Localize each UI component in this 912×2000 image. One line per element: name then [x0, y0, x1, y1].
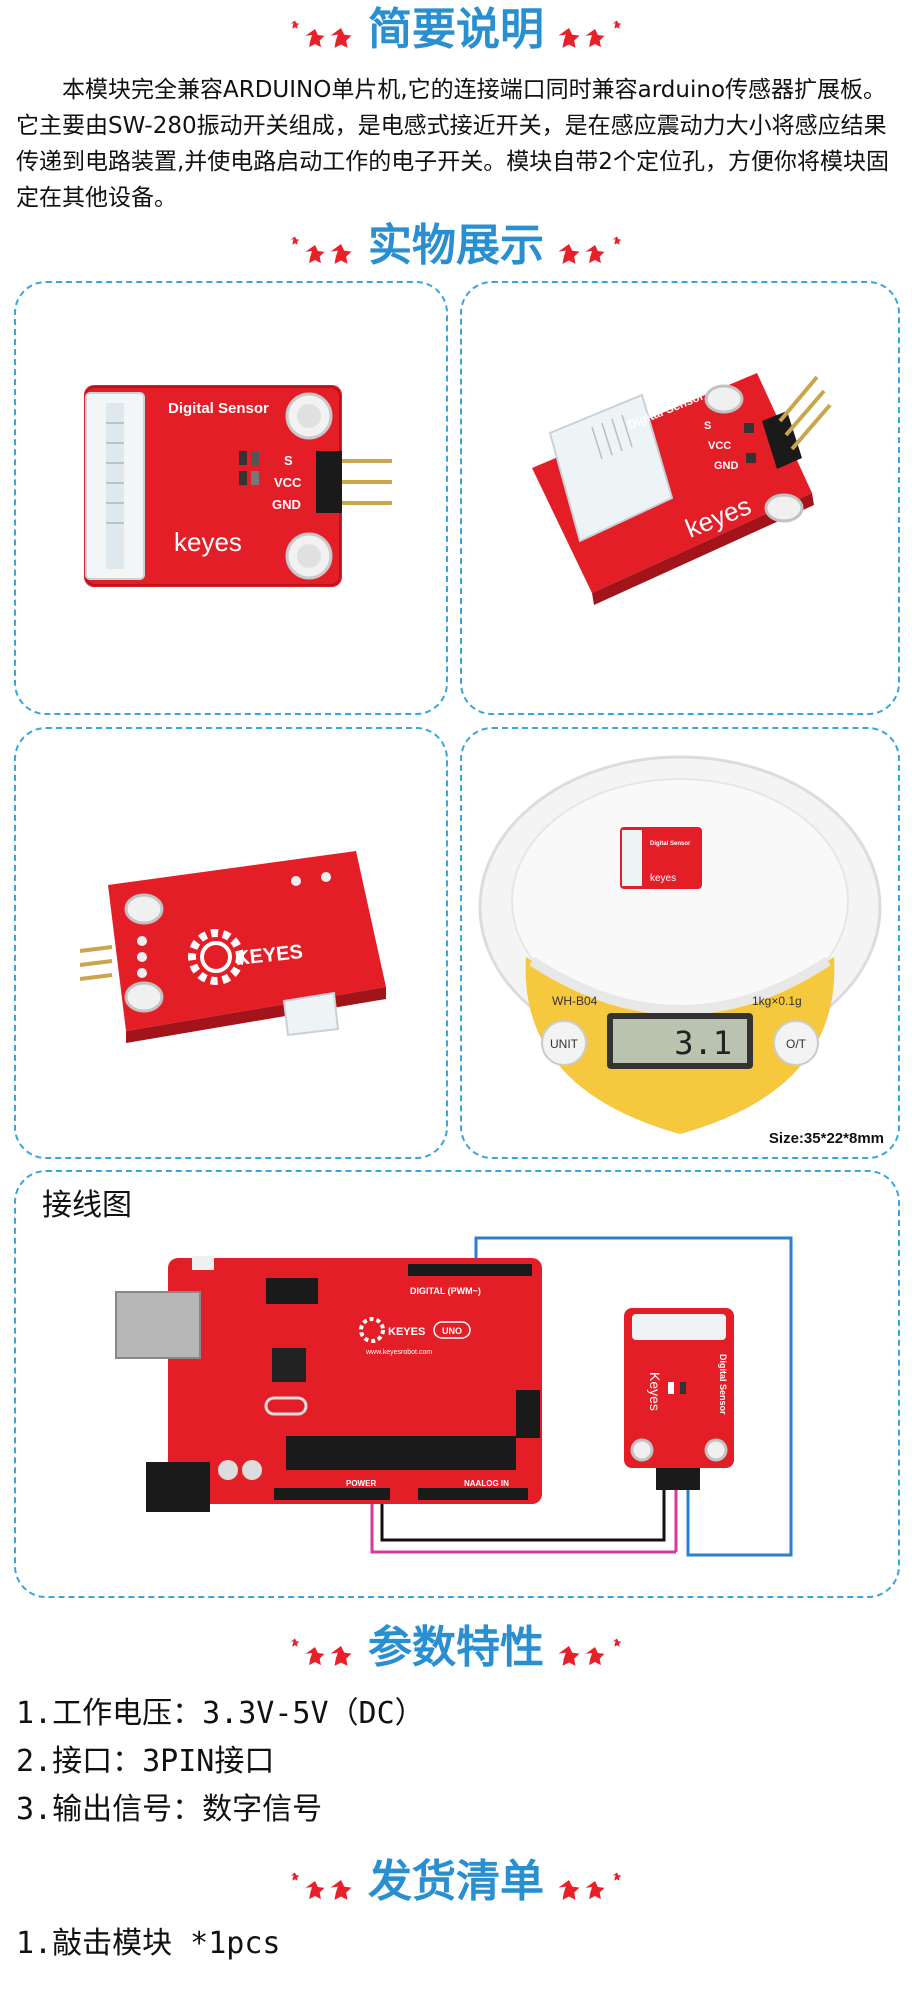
- digital-label: DIGITAL (PWM~): [410, 1286, 481, 1296]
- photos-title-text: 实物展示: [368, 220, 544, 271]
- power-header: [274, 1488, 390, 1500]
- shipping-title-text: 发货清单: [368, 1856, 544, 1907]
- module-label: Digital Sensor: [718, 1354, 728, 1415]
- list-item: 3.输出信号：数字信号: [16, 1792, 323, 1827]
- power-jack: [146, 1462, 210, 1512]
- scale-ot-label: O/T: [786, 1037, 807, 1051]
- scale-reading: 3.1: [674, 1024, 732, 1062]
- vibration-switch: [548, 393, 674, 543]
- scale-ot-button: [773, 1020, 819, 1066]
- chip: [272, 1348, 306, 1382]
- mount-hole: [124, 893, 164, 925]
- pin-label-vcc: VCC: [708, 440, 731, 452]
- photo-angled-view: Digital Sensor keyes S VCC GND: [460, 281, 900, 715]
- pin-header: [762, 411, 802, 469]
- stars-right-icon: [549, 1623, 629, 1673]
- power-label: POWER: [346, 1479, 376, 1488]
- website-text: www.keyesrobot.com: [365, 1349, 432, 1356]
- module-brand: Keyes: [647, 1372, 663, 1411]
- params-title: 参数特性: [0, 1618, 912, 1678]
- mount-hole: [124, 981, 164, 1013]
- keyes-gear-logo-icon: [188, 929, 244, 985]
- pin-label-gnd: GND: [714, 460, 739, 472]
- list-item: 1.工作电压：3.3V-5V（DC）: [16, 1696, 425, 1731]
- stars-right-icon: [549, 5, 629, 55]
- shipping-title: 发货清单: [0, 1852, 912, 1912]
- pin-label-gnd: GND: [272, 497, 301, 512]
- wiring-diagram: 接线图 DIGITAL (PWM~) KEYES UNO www.keyesro…: [14, 1170, 900, 1598]
- list-item: 2.接口：3PIN接口: [16, 1744, 275, 1779]
- stars-right-icon: [549, 221, 629, 271]
- list-item: 1.敲击模块 *1pcs: [16, 1926, 281, 1961]
- stars-left-icon: [283, 221, 363, 271]
- mount-hole: [704, 384, 744, 414]
- keyes-logo-icon: [359, 1317, 385, 1343]
- scale-model: WH-B04: [552, 994, 598, 1008]
- brand-text: keyes: [174, 527, 242, 557]
- shipping-list: 1.敲击模块 *1pcs: [16, 1920, 281, 1968]
- pin-label-s: S: [284, 453, 293, 468]
- intro-paragraph: 本模块完全兼容ARDUINO单片机,它的连接端口同时兼容arduino传感器扩展…: [16, 77, 889, 211]
- stars-left-icon: [283, 1623, 363, 1673]
- params-list: 1.工作电压：3.3V-5V（DC） 2.接口：3PIN接口 3.输出信号：数字…: [16, 1690, 425, 1834]
- board-label: Digital Sensor: [650, 841, 691, 847]
- mount-hole: [764, 493, 804, 523]
- gnd-wire: [380, 1490, 666, 1542]
- digital-header: [408, 1264, 532, 1276]
- sensor-module: [624, 1308, 734, 1468]
- photo-back-view: KEYES: [14, 727, 448, 1159]
- params-title-text: 参数特性: [368, 1622, 544, 1673]
- pin-label-vcc: VCC: [274, 475, 302, 490]
- photos-title: 实物展示: [0, 216, 912, 276]
- board-brand: KEYES: [388, 1326, 425, 1338]
- pcb-board: [84, 385, 342, 587]
- pcb-board: [532, 373, 812, 593]
- module-pin-header: [656, 1468, 700, 1490]
- usb-port: [115, 1291, 201, 1359]
- analog-label: NAALOG IN: [464, 1479, 509, 1488]
- analog-header: [418, 1488, 528, 1500]
- pcb-board: [108, 851, 386, 1031]
- size-label: Size:35*22*8mm: [768, 1130, 884, 1147]
- stars-left-icon: [283, 5, 363, 55]
- photo-on-scale: WH-B04 1kg×0.1g 3.1 UNIT O/T Digital Sen…: [460, 727, 900, 1159]
- scale-display: [613, 1019, 747, 1063]
- intro-title: 简要说明: [0, 0, 912, 60]
- stars-left-icon: [283, 1857, 363, 1907]
- photo-top-view: Digital Sensor keyes S VCC GND: [14, 281, 448, 715]
- pin-label-s: S: [704, 420, 711, 432]
- brand-text: keyes: [650, 873, 676, 884]
- signal-wire: [474, 1236, 793, 1557]
- stars-right-icon: [549, 1857, 629, 1907]
- wiring-label: 接线图: [42, 1188, 132, 1223]
- mcu-chip: [286, 1436, 516, 1470]
- vcc-wire: [370, 1502, 676, 1554]
- uno-badge: UNO: [442, 1326, 462, 1336]
- scale-unit-button: [541, 1020, 587, 1066]
- intro-title-text: 简要说明: [368, 4, 544, 55]
- scale-unit-label: UNIT: [550, 1037, 579, 1051]
- scale-spec: 1kg×0.1g: [752, 994, 802, 1008]
- vibration-switch: [632, 1314, 726, 1340]
- board-label: Digital Sensor: [168, 400, 269, 417]
- pin-header: [316, 451, 342, 513]
